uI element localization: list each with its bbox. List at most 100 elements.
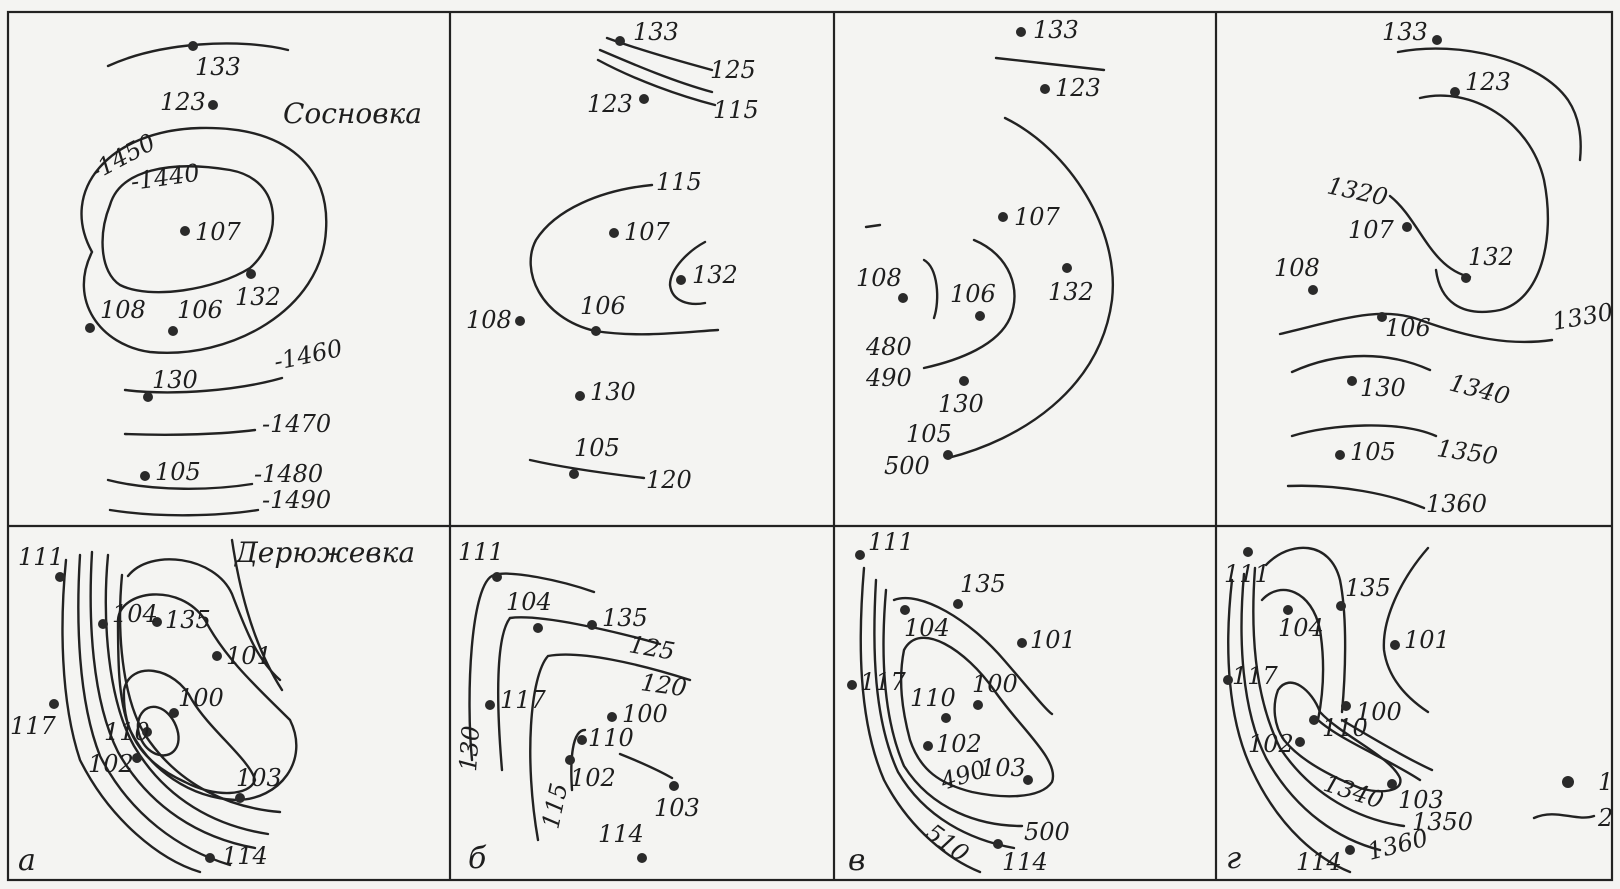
well-marker [847, 680, 857, 690]
well-marker [898, 293, 908, 303]
contour-line [668, 240, 707, 306]
well-label: 135 [602, 604, 648, 632]
well-label: 110 [104, 718, 150, 746]
contour-line [598, 48, 714, 94]
contour-label: 1350 [1412, 808, 1473, 836]
well-label: 110 [1322, 714, 1368, 742]
contour-line [570, 728, 587, 792]
well-label: 103 [654, 794, 700, 822]
well-label: 114 [1296, 848, 1342, 876]
contour-label: 130 [454, 725, 485, 773]
contour-label: 500 [1024, 818, 1070, 846]
well-label: 107 [195, 218, 242, 246]
contour-line [61, 558, 202, 874]
well-marker [855, 550, 865, 560]
well-label: 123 [160, 88, 206, 116]
well-label: 111 [18, 543, 64, 571]
contour-line [1286, 484, 1426, 510]
well-marker [246, 269, 256, 279]
well-label: 105 [1350, 438, 1396, 466]
contour-line [1278, 312, 1554, 344]
contour-line [864, 223, 882, 229]
well-marker [1461, 273, 1471, 283]
well-label: 100 [622, 700, 668, 728]
well-marker [993, 839, 1003, 849]
well-marker [1243, 547, 1253, 557]
well-label: 111 [868, 528, 914, 556]
well-label: 114 [1002, 848, 1048, 876]
well-marker [168, 326, 178, 336]
well-label: 105 [906, 420, 952, 448]
well-label: 117 [10, 712, 57, 740]
legend-contour-symbol [1532, 813, 1596, 820]
well-label: 117 [500, 686, 547, 714]
contour-label: 1330 [1550, 298, 1615, 336]
contour-line [618, 752, 674, 780]
contour-line [899, 636, 1055, 798]
well-marker [973, 700, 983, 710]
well-label: 107 [1348, 216, 1395, 244]
well-label: 101 [1404, 626, 1450, 654]
well-marker [1387, 779, 1397, 789]
contour-line [1264, 546, 1347, 714]
panel-letter-b: б [468, 841, 487, 876]
well-label: 117 [860, 668, 907, 696]
well-marker [1016, 27, 1026, 37]
contour-label: 120 [639, 668, 688, 702]
well-marker [1023, 775, 1033, 785]
well-marker [975, 311, 985, 321]
well-marker [485, 700, 495, 710]
well-marker [180, 226, 190, 236]
well-marker [591, 326, 601, 336]
well-marker [639, 94, 649, 104]
well-label: 133 [633, 18, 679, 46]
well-label: 104 [1278, 614, 1324, 642]
well-marker [1377, 312, 1387, 322]
contour-line [922, 238, 1016, 370]
contour-line [1252, 566, 1406, 828]
well-label: 117 [1232, 662, 1279, 690]
contour-line [104, 553, 270, 836]
well-label: 133 [195, 53, 241, 81]
well-marker [55, 572, 65, 582]
well-marker [1309, 715, 1319, 725]
well-label: 105 [155, 458, 201, 486]
panel-v-bottom: 111 135 104 101 117 100 110 102 103 114 … [847, 528, 1076, 878]
well-label: 130 [938, 390, 984, 418]
well-label: 107 [1014, 203, 1061, 231]
contour-label: 1360 [1365, 824, 1431, 866]
well-label: 102 [88, 750, 134, 778]
contour-line [1240, 572, 1382, 852]
well-label: 133 [1382, 18, 1428, 46]
contour-label: 125 [710, 56, 756, 84]
well-marker [959, 376, 969, 386]
contour-line [123, 428, 257, 436]
well-label: 106 [580, 292, 626, 320]
contour-line [1388, 194, 1472, 279]
well-marker [212, 651, 222, 661]
contour-line [1396, 47, 1582, 162]
contour-label: 115 [656, 168, 702, 196]
well-marker [953, 599, 963, 609]
well-marker [1283, 605, 1293, 615]
well-marker [587, 620, 597, 630]
contour-line [1273, 681, 1402, 793]
well-label: 106 [177, 296, 223, 324]
well-marker [577, 735, 587, 745]
well-label: 111 [458, 538, 504, 566]
well-label: 100 [178, 684, 224, 712]
well-label: 110 [910, 684, 956, 712]
well-label: 102 [570, 764, 616, 792]
well-marker [132, 753, 142, 763]
contour-label: 115 [536, 781, 573, 832]
outer-border [6, 10, 1614, 882]
contour-label: 1340 [1447, 369, 1513, 411]
well-marker [49, 699, 59, 709]
contour-label: 115 [713, 96, 759, 124]
well-marker [205, 853, 215, 863]
well-label: 104 [904, 614, 950, 642]
well-marker [235, 793, 245, 803]
contour-line [596, 58, 717, 107]
contour-line [1290, 354, 1432, 374]
